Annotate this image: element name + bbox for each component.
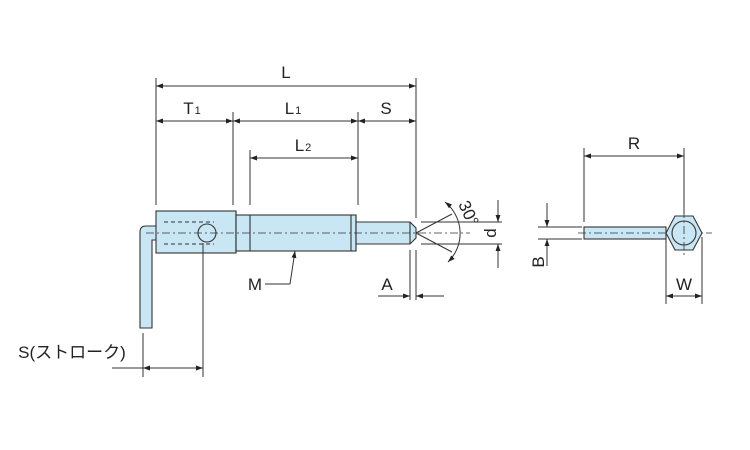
dim-stroke: S(ストローク) bbox=[18, 343, 203, 371]
label-S: S bbox=[380, 99, 391, 118]
plunger-body bbox=[155, 210, 237, 254]
label-stroke: S(ストローク) bbox=[18, 343, 126, 362]
label-B: B bbox=[529, 256, 548, 267]
label-W: W bbox=[676, 275, 692, 294]
label-angle: 30° bbox=[454, 198, 482, 229]
end-view: R B W bbox=[529, 134, 712, 304]
side-view bbox=[139, 210, 470, 329]
label-R: R bbox=[628, 134, 640, 153]
label-L1: L1 bbox=[285, 99, 302, 118]
dim-L: L bbox=[156, 63, 416, 89]
dim-M: M bbox=[248, 250, 297, 294]
dim-angle: 30° bbox=[415, 198, 482, 263]
extension-lines bbox=[142, 78, 502, 377]
label-L: L bbox=[281, 63, 290, 82]
dim-L2: L2 bbox=[250, 136, 358, 161]
dim-L1: L1 bbox=[233, 99, 358, 124]
label-d: d bbox=[481, 228, 500, 237]
dim-T1: T1 bbox=[156, 99, 233, 124]
dim-d: d bbox=[481, 200, 501, 268]
label-M: M bbox=[248, 275, 262, 294]
dim-A: A bbox=[378, 275, 444, 299]
handle-lever bbox=[139, 225, 158, 329]
label-T1: T1 bbox=[183, 99, 201, 118]
label-L2: L2 bbox=[295, 136, 312, 155]
label-A: A bbox=[381, 275, 393, 294]
dim-S: S bbox=[358, 99, 416, 124]
